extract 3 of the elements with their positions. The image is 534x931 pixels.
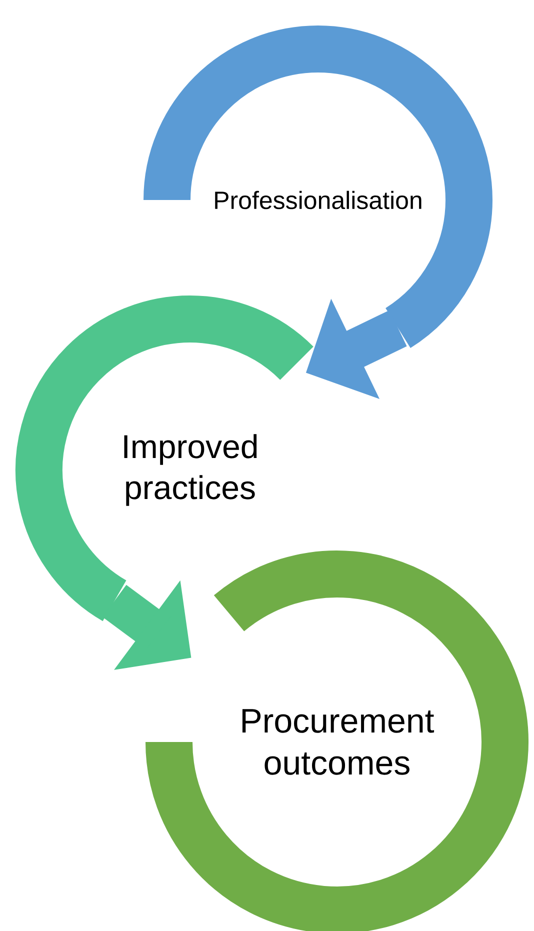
ring: Procurement outcomes (146, 550, 528, 931)
curved-band: Professionalisation (144, 26, 492, 348)
curved-band: Improved practices (16, 296, 312, 621)
